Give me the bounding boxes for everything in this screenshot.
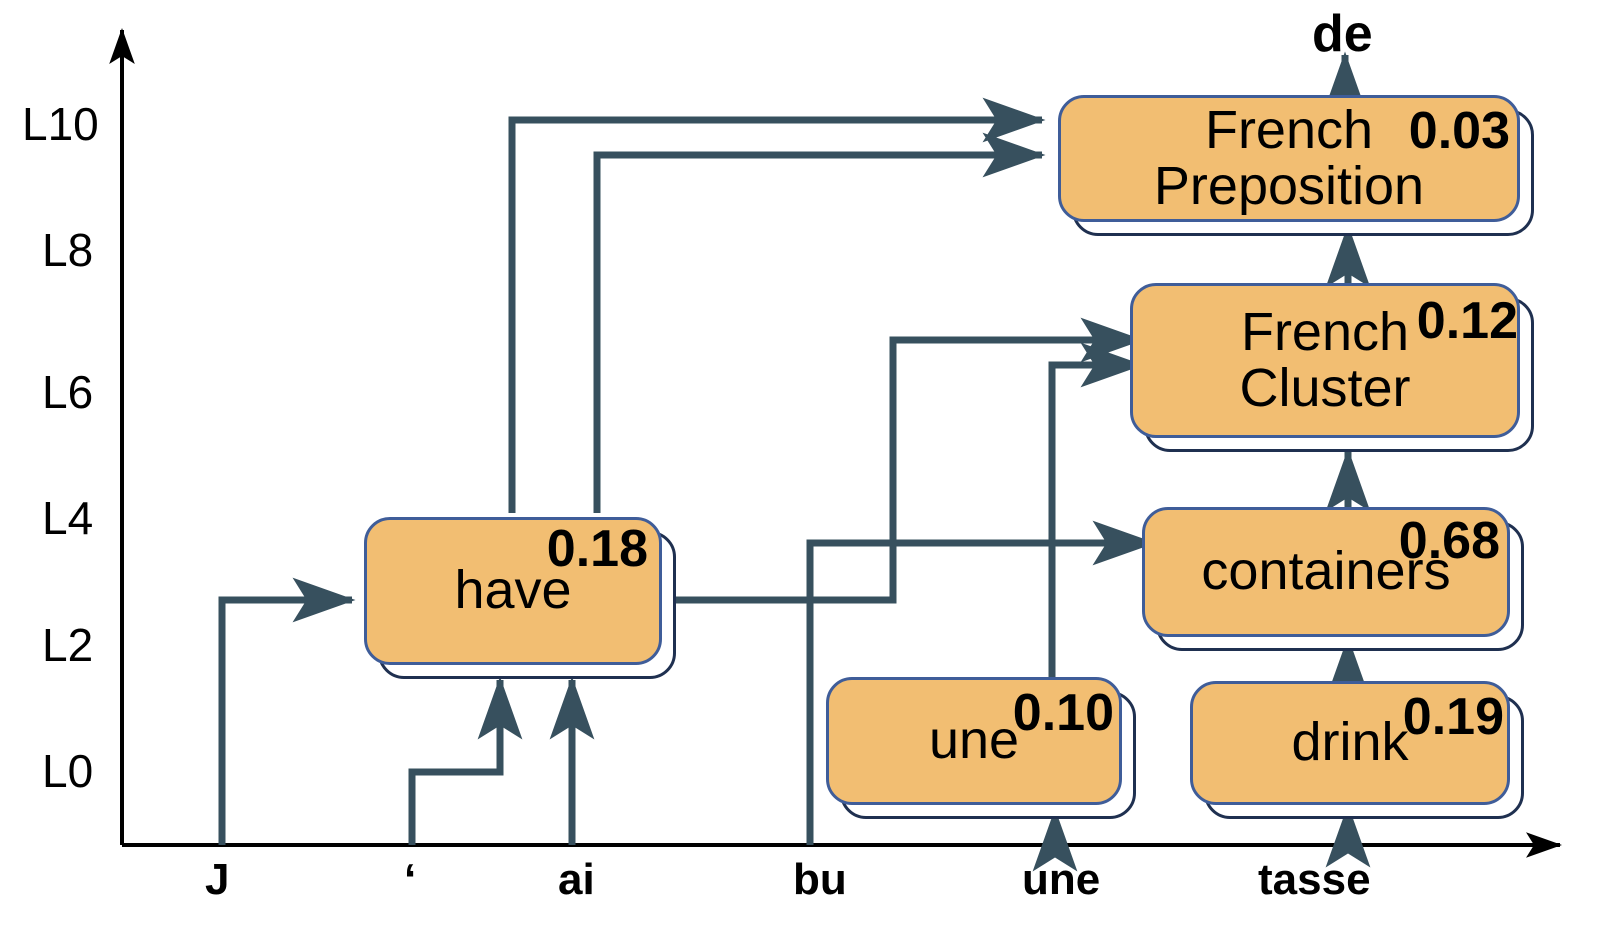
x-tick-label-tasse: tasse (1258, 855, 1371, 904)
node-une-score: 0.10 (1012, 684, 1114, 742)
y-tick-label-L6: L6 (42, 366, 94, 418)
edge-have-to-french-preposition (508, 97, 1046, 513)
node-containers-box (1142, 507, 1510, 637)
y-tick-label-L0: L0 (42, 745, 94, 797)
x-tick-label-une: une (1022, 855, 1101, 904)
x-tick-label-J: J (205, 855, 230, 904)
node-french-preposition[interactable]: French Preposition 0.03 (1058, 95, 1534, 236)
axis-group (109, 28, 1562, 858)
node-have-box (364, 517, 662, 665)
y-tick-label-L10: L10 (22, 98, 99, 150)
x-tick-label-bu: bu (793, 855, 847, 904)
node-have[interactable]: have 0.18 (364, 517, 676, 679)
y-tick-label-L8: L8 (42, 224, 94, 276)
node-french-cluster-box (1130, 283, 1520, 438)
node-french-cluster-label: French Cluster (1239, 302, 1411, 418)
edge-une-to-french-cluster (1048, 342, 1144, 680)
node-drink-score: 0.19 (1402, 688, 1504, 746)
edge-have-to-french-cluster (665, 317, 1144, 604)
output-token-de: de (1312, 5, 1373, 63)
node-containers[interactable]: containers 0.68 (1142, 507, 1524, 651)
node-une-label: une (928, 710, 1020, 771)
node-drink[interactable]: drink 0.19 (1190, 681, 1524, 819)
y-tick-label-L2: L2 (42, 619, 94, 671)
node-have-score: 0.18 (546, 520, 648, 578)
node-french-cluster-score: 0.12 (1416, 292, 1518, 350)
x-tick-label-ai: ai (558, 855, 595, 904)
node-drink-box (1190, 681, 1510, 805)
edge-bu-to-containers (806, 520, 1156, 845)
node-containers-score: 0.68 (1398, 512, 1500, 570)
edge-apostrophe-to-have (408, 676, 523, 845)
x-tick-label-apostrophe: ‘ (404, 855, 417, 904)
edge-ai-to-french-preposition (593, 132, 1046, 513)
node-french-preposition-score: 0.03 (1408, 102, 1510, 160)
edge-J-to-have (218, 577, 356, 845)
node-drink-label: drink (1291, 712, 1409, 773)
y-tick-label-L4: L4 (42, 492, 94, 544)
node-une[interactable]: une 0.10 (826, 677, 1136, 819)
node-french-preposition-box (1058, 95, 1520, 222)
node-containers-label: containers (1201, 541, 1451, 602)
node-french-preposition-label: French Preposition (1153, 100, 1425, 216)
node-french-cluster[interactable]: French Cluster 0.12 (1130, 283, 1534, 452)
node-have-label: have (454, 560, 572, 621)
node-une-box (826, 677, 1122, 805)
